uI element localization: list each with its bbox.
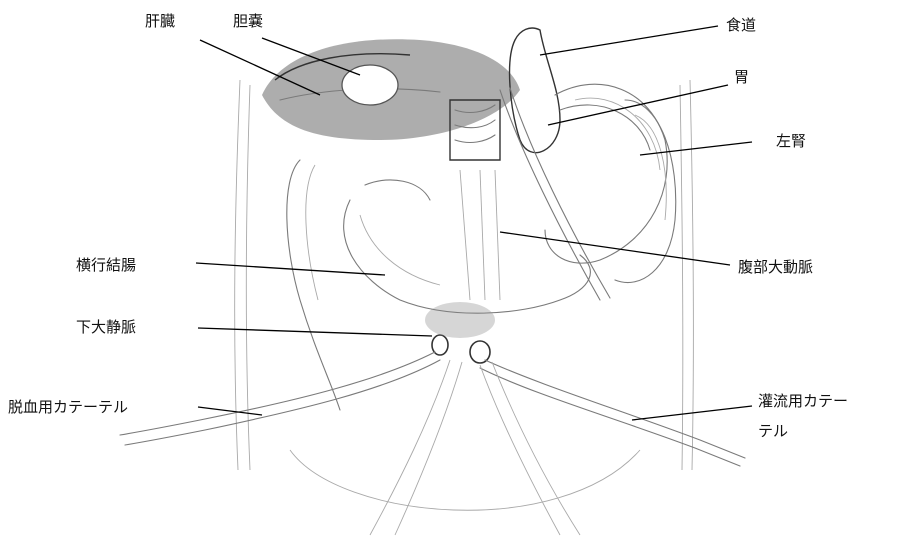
stomach-sketch xyxy=(510,28,668,263)
label-stomach: 胃 xyxy=(734,68,749,86)
transverse-colon-sketch xyxy=(287,160,591,410)
leader-perfusion-catheter xyxy=(632,406,752,420)
cannulation-site xyxy=(425,302,495,363)
label-ivc: 下大静脈 xyxy=(76,318,136,336)
label-gallbladder: 胆嚢 xyxy=(233,12,263,30)
drain-catheter-sketch xyxy=(120,352,440,445)
iliac-vessels-sketch xyxy=(370,360,580,535)
leader-esophagus xyxy=(540,26,718,55)
label-drain-catheter: 脱血用カテーテル xyxy=(8,398,128,416)
leader-ivc xyxy=(198,328,432,336)
label-perfusion-catheter-line1: 灌流用カテー xyxy=(758,392,848,410)
label-liver: 肝臓 xyxy=(145,12,175,30)
label-left-kidney: 左腎 xyxy=(776,132,806,150)
label-perfusion-catheter-line2: テル xyxy=(758,422,788,440)
label-transverse-colon: 横行結腸 xyxy=(76,256,136,274)
label-esophagus: 食道 xyxy=(726,16,756,34)
leader-left-kidney xyxy=(640,142,752,155)
body-cavity-outline xyxy=(235,80,694,510)
leader-aorta xyxy=(500,232,730,265)
label-abdominal-aorta: 腹部大動脈 xyxy=(738,258,813,276)
aorta-sketch xyxy=(460,88,610,300)
perfusion-catheter-sketch xyxy=(480,360,745,466)
